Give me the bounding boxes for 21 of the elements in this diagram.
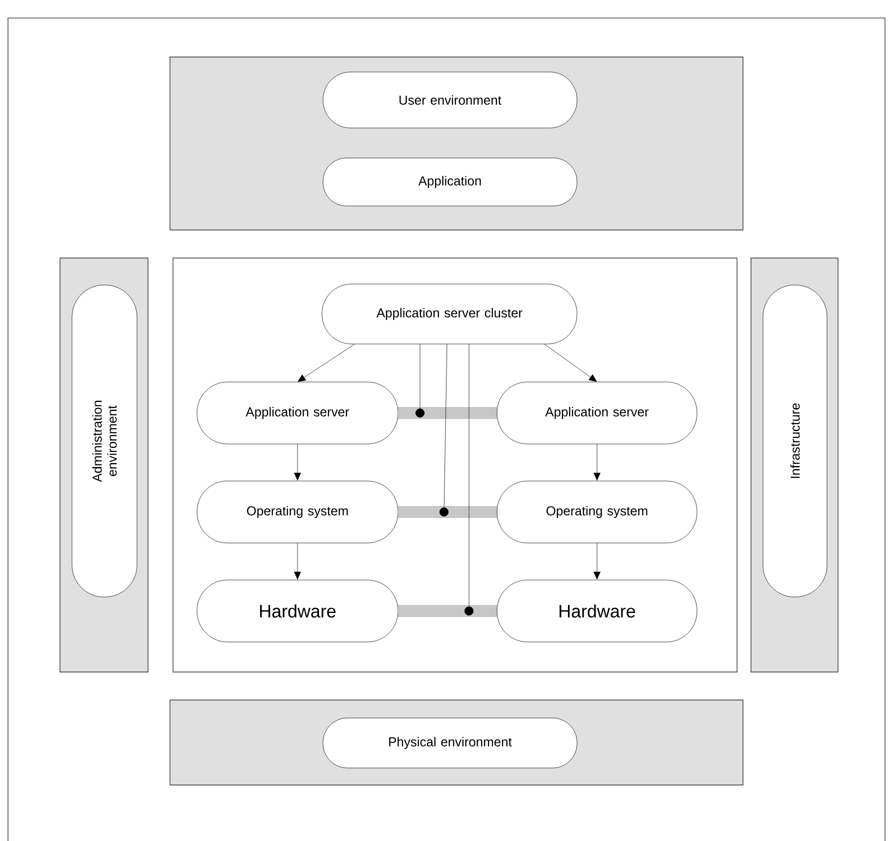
arrow <box>294 542 301 580</box>
rounded-box: Application server <box>496 382 698 444</box>
rounded-box: Physical environment <box>322 718 578 768</box>
rounded-box: Operating system <box>196 480 398 544</box>
rounded-box: Hardware <box>496 580 698 642</box>
rounded-box: Hardware <box>196 580 398 642</box>
rounded-box: Application server cluster <box>322 284 578 344</box>
arrow <box>594 542 600 580</box>
dot-line <box>416 344 424 418</box>
dot-line <box>440 344 448 516</box>
arrow <box>544 344 597 382</box>
dot-line <box>464 344 474 616</box>
rounded-box: Infrastructure <box>762 284 828 598</box>
rounded-box: Operating system <box>496 480 698 544</box>
rounded-box: Application <box>322 158 578 206</box>
arrow <box>294 444 301 480</box>
rounded-box: Administration environment <box>72 284 138 598</box>
arrow <box>298 344 355 382</box>
rounded-box: Application server <box>196 382 398 444</box>
arrow <box>594 444 600 480</box>
rounded-box: User environment <box>322 72 578 128</box>
